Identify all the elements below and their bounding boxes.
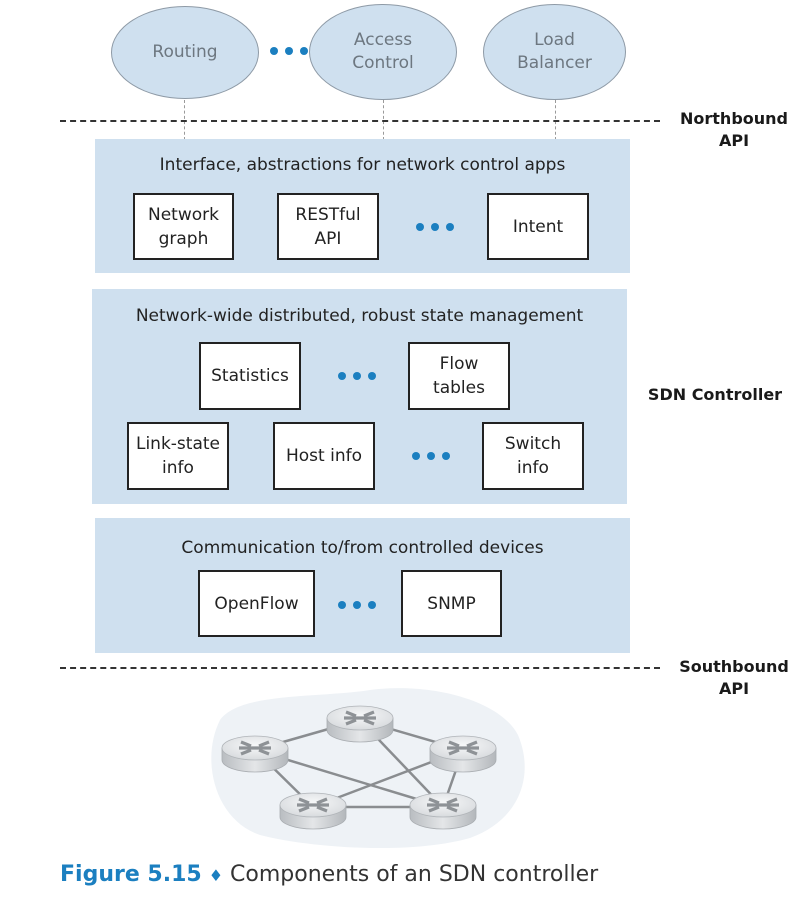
box-network-graph: Network graph — [133, 193, 234, 260]
router-icon — [409, 792, 477, 830]
network-diagram — [211, 688, 525, 849]
box-intent: Intent — [487, 193, 589, 260]
app-routing-label: Routing — [152, 42, 218, 62]
state-top-ellipsis-icon — [338, 372, 376, 380]
box-snmp: SNMP — [401, 570, 502, 637]
apps-ellipsis-icon — [270, 47, 308, 55]
southbound-api-line — [60, 667, 660, 669]
app-load-balancer-label: Load Balancer — [517, 30, 592, 73]
state-bottom-ellipsis-icon — [412, 452, 450, 460]
interface-layer: Interface, abstractions for network cont… — [95, 139, 630, 273]
caption-text: Components of an SDN controller — [230, 862, 599, 887]
interface-layer-title: Interface, abstractions for network cont… — [159, 155, 566, 175]
state-management-layer-title: Network-wide distributed, robust state m… — [135, 306, 584, 326]
box-switch-info: Switch info — [482, 422, 584, 490]
caption-separator-icon: ♦ — [208, 866, 224, 885]
figure-number: Figure 5.15 — [60, 862, 202, 887]
northbound-api-label: Northbound API — [680, 109, 788, 150]
box-host-info: Host info — [273, 422, 375, 490]
app-access-control-label: Access Control — [352, 30, 414, 73]
communication-layer-title: Communication to/from controlled devices — [181, 538, 544, 558]
box-openflow: OpenFlow — [198, 570, 315, 637]
box-flow-tables: Flow tables — [408, 342, 510, 410]
app-access-control: Access Control — [309, 4, 457, 100]
interface-ellipsis-icon — [416, 223, 454, 231]
router-icon — [221, 735, 289, 773]
box-statistics: Statistics — [199, 342, 301, 410]
box-link-state-info: Link-state info — [127, 422, 229, 490]
router-icon — [326, 705, 394, 743]
comm-ellipsis-icon — [338, 601, 376, 609]
app-load-balancer: Load Balancer — [483, 4, 626, 100]
northbound-api-line — [60, 120, 660, 122]
figure-caption: Figure 5.15 ♦ Components of an SDN contr… — [60, 862, 598, 887]
communication-layer: Communication to/from controlled devices… — [95, 518, 630, 653]
sdn-controller-label: SDN Controller — [647, 385, 783, 404]
southbound-api-label: Southbound API — [679, 657, 789, 698]
box-restful-api: RESTful API — [277, 193, 379, 260]
router-icon — [429, 735, 497, 773]
router-icon — [279, 792, 347, 830]
app-routing: Routing — [111, 6, 259, 99]
state-management-layer: Network-wide distributed, robust state m… — [92, 289, 627, 504]
